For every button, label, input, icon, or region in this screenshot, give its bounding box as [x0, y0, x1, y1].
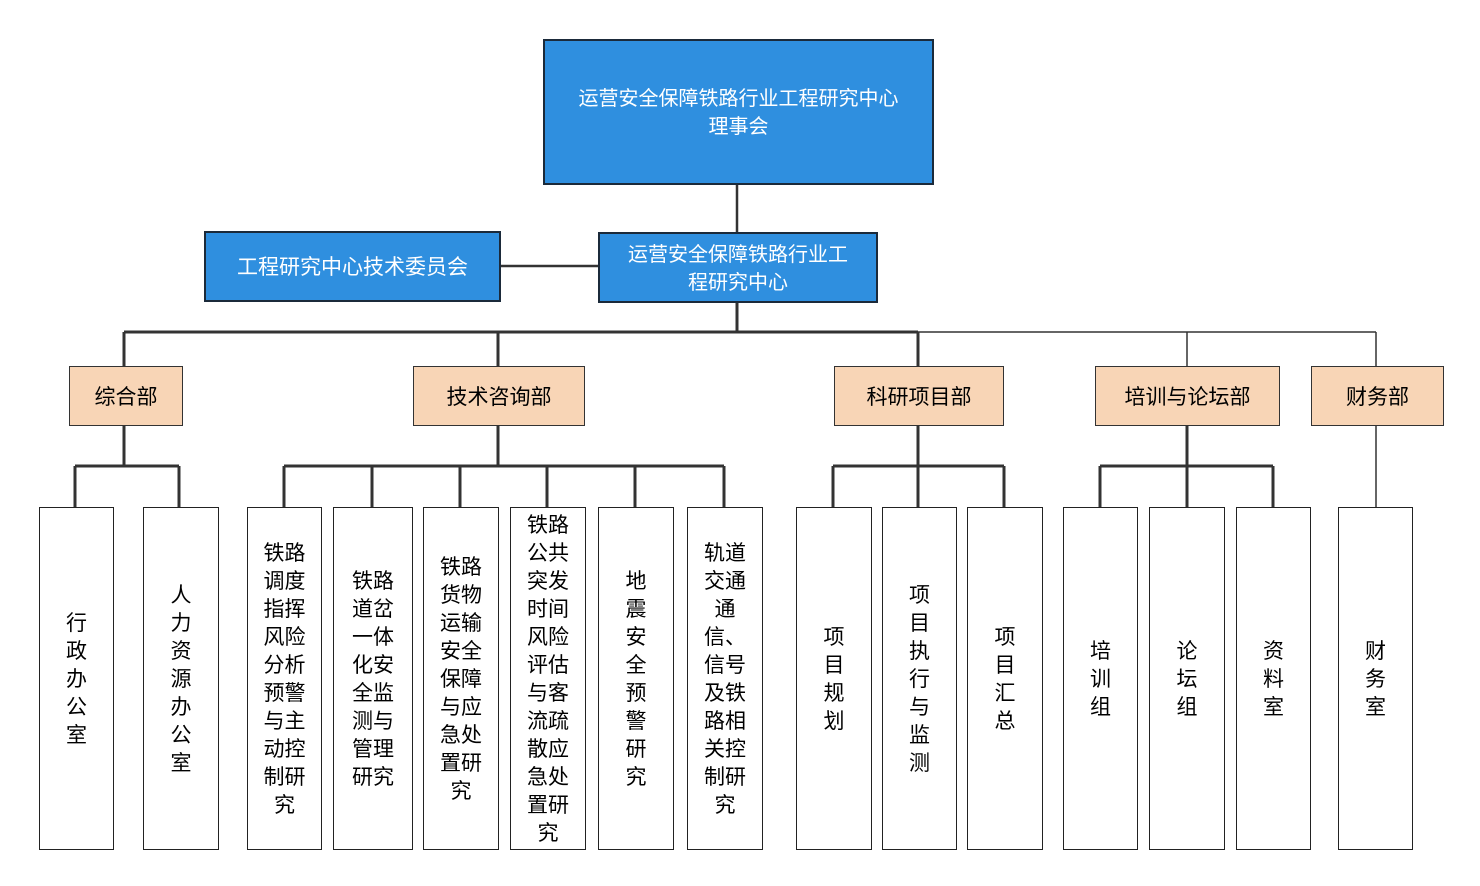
- dept-general: 综合部: [69, 366, 183, 426]
- unit-box: 项目汇总: [967, 507, 1043, 850]
- unit-label: 财务室: [1365, 638, 1386, 719]
- unit-box: 论坛组: [1149, 507, 1225, 850]
- dept-label: 科研项目部: [866, 385, 972, 409]
- unit-box: 项目执行与监测: [882, 507, 957, 850]
- unit-box: 铁路公共突发时间风险评估与客流疏散应急处置研究: [510, 507, 586, 850]
- committee-label: 工程研究中心技术委员会: [237, 254, 468, 279]
- board-label: 运营安全保障铁路行业工程研究中心 理事会: [578, 86, 899, 138]
- unit-box: 财务室: [1338, 507, 1413, 850]
- dept-training-forum: 培训与论坛部: [1095, 366, 1280, 426]
- center-label: 运营安全保障铁路行业工 程研究中心: [628, 241, 848, 294]
- unit-label: 铁路货物运输安全保障与应急处置研究: [440, 554, 482, 803]
- unit-box: 培训组: [1063, 507, 1138, 850]
- unit-label: 资料室: [1263, 638, 1284, 719]
- unit-box: 人力资源办公室: [143, 507, 219, 850]
- unit-label: 论坛组: [1176, 638, 1198, 719]
- unit-label: 行政办公室: [66, 610, 87, 747]
- unit-box: 铁路调度指挥风险分析预警与主动控制研究: [247, 507, 322, 850]
- unit-box: 铁路货物运输安全保障与应急处置研究: [423, 507, 499, 850]
- board-node: 运营安全保障铁路行业工程研究中心 理事会: [543, 39, 934, 185]
- unit-label: 铁路公共突发时间风险评估与客流疏散应急处置研究: [527, 512, 569, 845]
- unit-label: 项目执行与监测: [909, 582, 930, 775]
- unit-label: 轨道交通通信、信号及铁路相关控制研究: [704, 540, 746, 817]
- unit-box: 资料室: [1236, 507, 1311, 850]
- dept-consulting: 技术咨询部: [413, 366, 585, 426]
- dept-label: 技术咨询部: [446, 385, 552, 409]
- unit-box: 行政办公室: [39, 507, 114, 850]
- unit-label: 铁路道岔一体化安全监测与管理研究: [352, 568, 394, 789]
- unit-label: 项目规划: [823, 624, 845, 733]
- committee-node: 工程研究中心技术委员会: [204, 231, 501, 302]
- unit-box: 铁路道岔一体化安全监测与管理研究: [333, 507, 413, 850]
- unit-label: 人力资源办公室: [170, 582, 192, 775]
- unit-label: 培训组: [1090, 638, 1111, 719]
- unit-box: 项目规划: [796, 507, 872, 850]
- unit-box: 轨道交通通信、信号及铁路相关控制研究: [687, 507, 763, 850]
- unit-box: 地震安全预警研究: [598, 507, 674, 850]
- dept-finance: 财务部: [1311, 366, 1444, 426]
- dept-label: 综合部: [94, 385, 158, 409]
- center-node: 运营安全保障铁路行业工 程研究中心: [598, 232, 878, 303]
- dept-label: 财务部: [1346, 385, 1409, 409]
- unit-label: 项目汇总: [994, 624, 1016, 733]
- unit-label: 地震安全预警研究: [625, 568, 647, 789]
- dept-label: 培训与论坛部: [1124, 385, 1251, 409]
- unit-label: 铁路调度指挥风险分析预警与主动控制研究: [263, 540, 306, 817]
- dept-research-projects: 科研项目部: [834, 366, 1004, 426]
